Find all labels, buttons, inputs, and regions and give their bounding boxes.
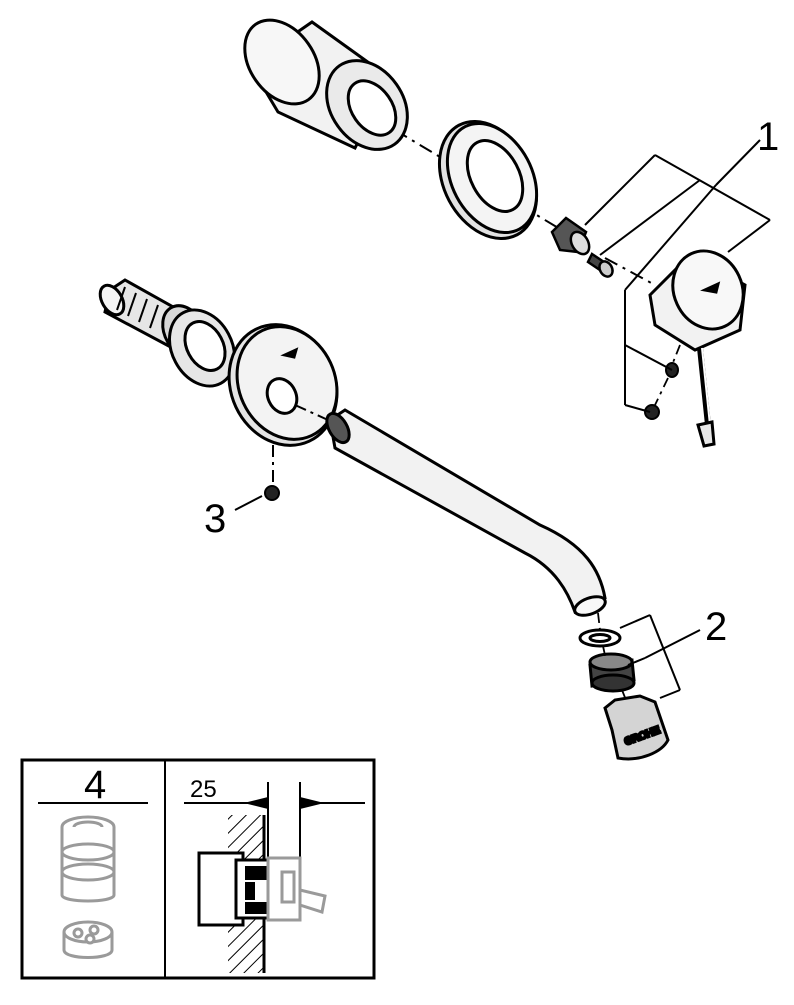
aerator-insert [588, 652, 636, 693]
cartridge [60, 815, 116, 959]
spout [325, 408, 607, 617]
callout-1: 1 [757, 115, 779, 159]
callout-3-leader [234, 495, 263, 511]
wall-section [197, 815, 270, 973]
callout-4: 4 [84, 763, 106, 807]
screw [586, 252, 614, 278]
inset-dimension-label: 25 [190, 776, 217, 803]
dimension-lines [184, 782, 365, 860]
flange-ring-mid [168, 308, 236, 388]
callout-2-leaders [619, 614, 701, 699]
callout-2: 2 [705, 605, 727, 649]
screw-axis-right [654, 344, 681, 406]
aerator-axis [597, 612, 627, 701]
lever-handle [648, 249, 747, 448]
callout-3: 3 [204, 497, 226, 541]
handle-section [266, 856, 327, 922]
aerator-washer [578, 628, 622, 648]
flange-ring-top [437, 119, 539, 241]
set-screws-right [644, 362, 679, 420]
aerator-key: GROHE [603, 694, 670, 761]
cover-sleeve [243, 18, 409, 151]
callout-1-leaders [584, 139, 771, 413]
assembly-axis-mid [272, 404, 329, 482]
set-screw-3 [264, 485, 280, 501]
cover-plate [227, 323, 339, 447]
adapter-nut [550, 216, 591, 256]
